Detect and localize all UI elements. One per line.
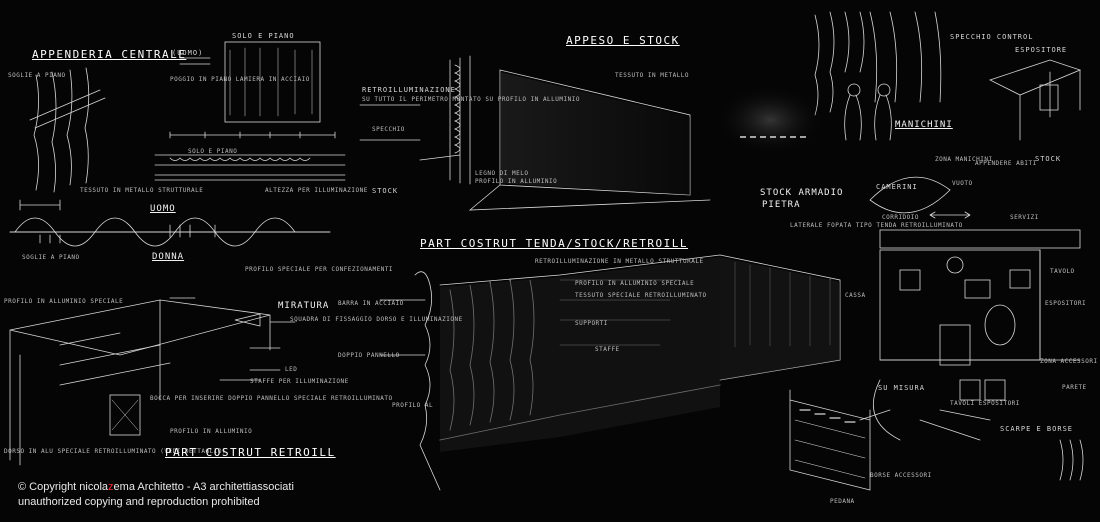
right-vuoto-label: VUOTO <box>952 180 973 187</box>
right-parete-label: PARETE <box>1062 384 1087 391</box>
center-note-6: SUPPORTI <box>575 320 608 327</box>
right-tavoli-label: TAVOLI ESPOSITORI <box>950 400 1020 407</box>
center-retro-note: SU TUTTO IL PERIMETRO MONTATO SU PROFILO… <box>362 96 580 103</box>
center-specchio-label: SPECCHIO <box>372 126 405 133</box>
left-profile-alu-note: PROFILO IN ALLUMINIO SPECIALE <box>4 298 124 305</box>
left-alu-note: DORSO IN ALU SPECIALE RETROILLUMINATO (V… <box>4 448 227 455</box>
left-mid-label: SOLO E PIANO <box>188 148 238 155</box>
right-manichini-label: MANICHINI <box>895 120 953 130</box>
left-title: APPENDERIA CENTRALE <box>32 48 187 61</box>
right-espositori-label: ESPOSITORI <box>1045 300 1087 307</box>
left-small-label: SOGLIE A PIANO <box>8 72 66 79</box>
right-pietra-label: PIETRA <box>762 200 801 210</box>
center-note-7: STAFFE <box>595 346 620 353</box>
left-uomo-label: UOMO <box>150 204 176 214</box>
right-pedana-label: PEDANA <box>830 498 855 505</box>
right-appendere-label: APPENDERE ABITI <box>975 160 1037 167</box>
center-fabric-note: TESSUTO IN METALLO <box>615 72 690 79</box>
right-stock-label: STOCK <box>1035 155 1062 163</box>
right-camerini-label: CAMERINI <box>876 183 918 191</box>
center-note-4: BARRA IN ACCIAIO <box>338 300 404 307</box>
right-zona-accessori: ZONA ACCESSORI <box>1040 358 1098 365</box>
left-led-label: LED <box>285 366 298 373</box>
left-title-note: (UOMO) <box>172 49 204 57</box>
left-top-label: SOLO E PIANO <box>232 32 295 40</box>
right-stock-armadio: STOCK ARMADIO <box>760 188 844 198</box>
right-cassa-label: CASSA <box>845 292 866 299</box>
center-note-1: RETROILLUMINAZIONE IN METALLO STRUTTURAL… <box>535 258 704 265</box>
center-part-title: PART COSTRUT TENDA/STOCK/RETROILL <box>420 237 689 250</box>
right-specchio-label: SPECCHIO CONTROL <box>950 33 1034 41</box>
left-staffe-note: STAFFE PER ILLUMINAZIONE <box>250 378 349 385</box>
right-su-misura-label: SU MISURA <box>878 384 925 392</box>
center-wood-note: LEGNO DI MELO <box>475 170 529 177</box>
left-soglie-label: SOGLIE A PIANO <box>22 254 80 261</box>
center-retro-label: RETROILLUMINAZIONE <box>362 86 456 94</box>
left-box-note: BOCCA PER INSERIRE DOPPIO PANNELLO SPECI… <box>150 395 393 402</box>
left-donna-label: DONNA <box>152 252 185 262</box>
left-profile-note: PROFILO SPECIALE PER CONFEZIONAMENTI <box>245 266 394 273</box>
center-note-3: TESSUTO SPECIALE RETROILLUMINATO <box>575 292 707 299</box>
left-miratura-label: MIRATURA <box>278 301 330 311</box>
right-borse-label: BORSE ACCESSORI <box>870 472 932 479</box>
center-title: APPESO E STOCK <box>566 34 680 47</box>
left-dimension-note: ALTEZZA PER ILLUMINAZIONE <box>265 187 368 194</box>
left-squadra-note: SQUADRA DI FISSAGGIO DORSO E ILLUMINAZIO… <box>290 316 463 323</box>
copyright-line-2: unauthorized copying and reproduction pr… <box>18 496 260 508</box>
right-servizi-label: SERVIZI <box>1010 214 1039 221</box>
copyright-notice: © Copyright nicolazema Architetto - A3 a… <box>18 480 294 510</box>
center-note-5: DOPPIO PANNELLO <box>338 352 400 359</box>
right-espositore-label: ESPOSITORE <box>1015 46 1068 54</box>
center-profile-note: PROFILO IN ALLUMINIO <box>475 178 558 185</box>
right-zona-manichini: ZONA MANICHINI <box>935 156 993 163</box>
left-support-note: POGGIO IN PIANO LAMIERA IN ACCIAIO <box>170 76 310 83</box>
copyright-accent-letter: z <box>108 481 114 493</box>
left-alu-profile: PROFILO IN ALLUMINIO <box>170 428 253 435</box>
right-scarpe-label: SCARPE E BORSE <box>1000 425 1074 433</box>
center-stock-label: STOCK <box>372 187 399 195</box>
right-corridoio-label: CORRIDOIO <box>882 214 920 221</box>
center-note-2: PROFILO IN ALLUMINIO SPECIALE <box>575 280 695 287</box>
right-lateral-note: LATERALE FOPATA TIPO TENDA RETROILLUMINA… <box>790 222 963 229</box>
copyright-line-1: © Copyright nicolazema Architetto - A3 a… <box>18 481 294 493</box>
left-part-title: PART COSTRUT RETROILL <box>165 446 336 459</box>
center-note-8: PROFILO AL <box>392 402 434 409</box>
left-fabric-note: TESSUTO IN METALLO STRUTTURALE <box>80 187 204 194</box>
right-tavolo-label: TAVOLO <box>1050 268 1075 275</box>
